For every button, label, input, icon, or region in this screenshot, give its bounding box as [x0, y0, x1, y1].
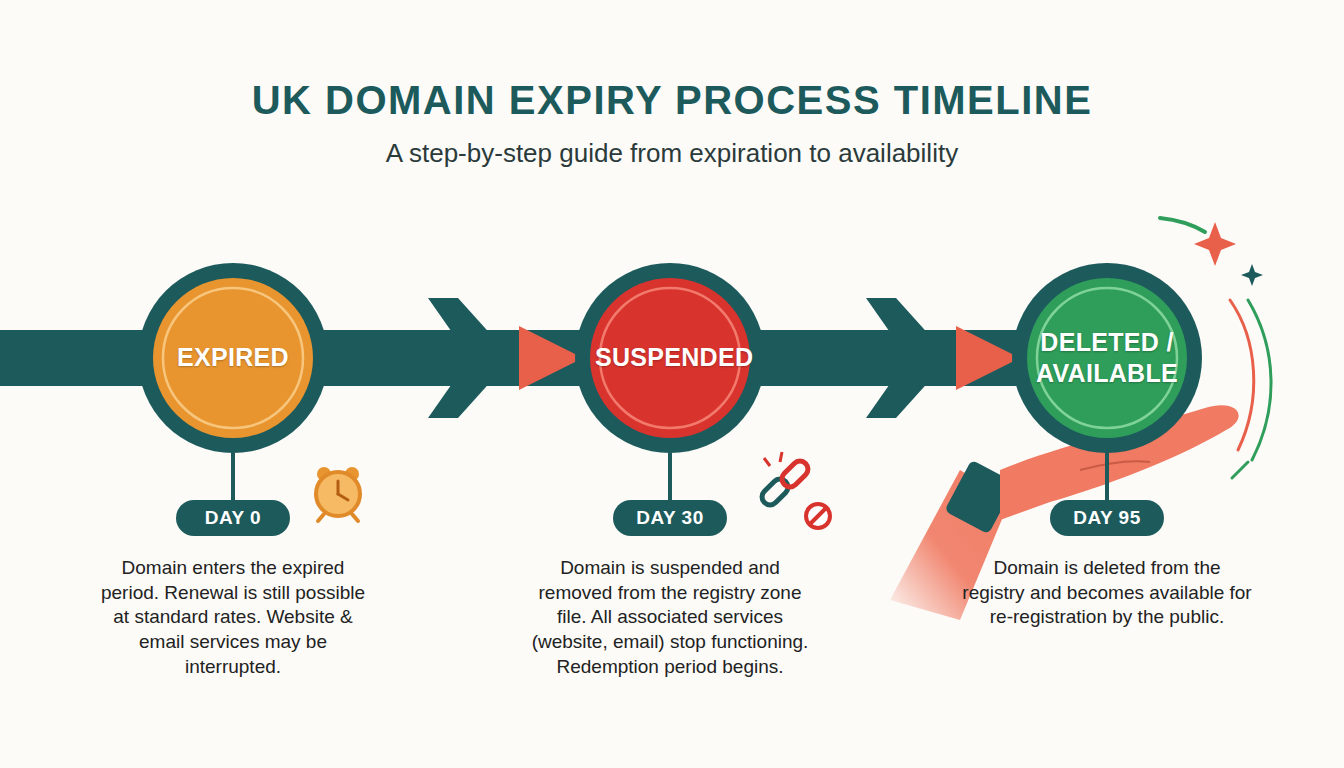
stage-description: Domain is suspended and removed from the… — [525, 556, 815, 679]
outer-ring — [575, 263, 765, 453]
stem-line — [668, 453, 672, 500]
stage-name: EXPIRED — [158, 342, 308, 373]
outer-ring — [138, 263, 328, 453]
stem-line — [1105, 453, 1109, 500]
subtitle: A step-by-step guide from expiration to … — [0, 138, 1344, 169]
day-badge: DAY 95 — [1050, 500, 1164, 536]
stage-description: Domain is deleted from the registry and … — [962, 556, 1252, 630]
day-badge: DAY 30 — [613, 500, 727, 536]
day-label: DAY 95 — [1073, 507, 1140, 529]
timeline-arrow — [765, 354, 1012, 362]
day-badge: DAY 0 — [176, 500, 290, 536]
stage-description: Domain enters the expired period. Renewa… — [93, 556, 373, 679]
stage-circle: SUSPENDED — [575, 263, 765, 453]
stage-name: DELETED / AVAILABLE — [1032, 327, 1182, 390]
inner-ring — [1037, 288, 1177, 428]
status-disc — [153, 278, 313, 438]
status-disc — [590, 278, 750, 438]
stage-circle: EXPIRED — [138, 263, 328, 453]
stage-circle: DELETED / AVAILABLE — [1012, 263, 1202, 453]
clock-icon — [316, 467, 360, 521]
timeline-arrow — [328, 354, 575, 362]
broken-chain-icon — [759, 452, 830, 528]
stage-name: SUSPENDED — [595, 342, 745, 373]
status-disc — [1027, 278, 1187, 438]
stem-line — [231, 453, 235, 500]
outer-ring — [1012, 263, 1202, 453]
circle-outline — [1012, 263, 1202, 453]
day-label: DAY 30 — [636, 507, 703, 529]
day-label: DAY 0 — [205, 507, 261, 529]
title: UK DOMAIN EXPIRY PROCESS TIMELINE — [0, 78, 1344, 123]
